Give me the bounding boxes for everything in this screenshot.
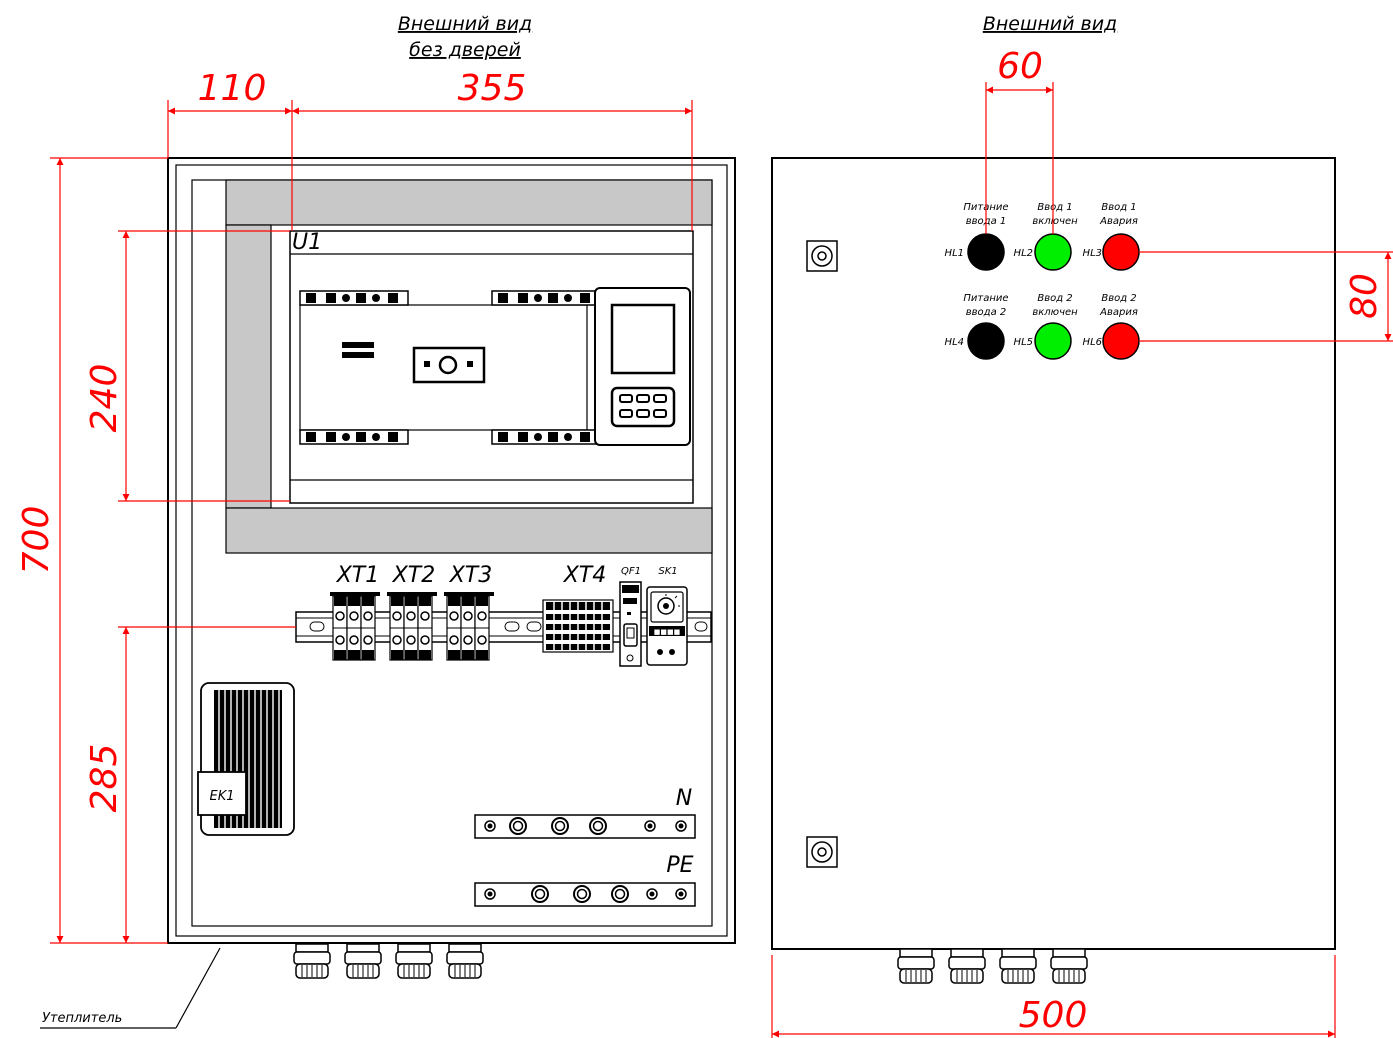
left-view-subtitle: без дверей <box>409 39 521 61</box>
pe-busbar <box>474 882 696 907</box>
xt4-label: XT4 <box>563 563 607 588</box>
terminal-block-xt3 <box>444 592 494 661</box>
terminal-block-xt1 <box>330 592 380 661</box>
dim-width-main: 355 <box>458 68 527 109</box>
dim-lamp-spacing-h: 60 <box>997 46 1043 87</box>
lamp-hl5-caption2: включен <box>1032 307 1078 318</box>
insulation-leader <box>40 947 221 1029</box>
lamp-hl5-label: HL5 <box>1014 337 1033 348</box>
xt1-label: XT1 <box>336 563 380 588</box>
xt2-label: XT2 <box>392 563 436 588</box>
thermostat-sk1: ■■■■ <box>646 586 688 666</box>
lamp-hl2: Ввод 1 включен HL2 <box>1014 202 1078 271</box>
lamp-hl2-label: HL2 <box>1014 248 1033 259</box>
terminal-block-xt2 <box>387 592 437 661</box>
lamp-hl2-caption1: Ввод 1 <box>1037 202 1072 213</box>
pe-bus-label: PE <box>666 853 693 878</box>
n-busbar <box>474 814 696 839</box>
lamp-hl6-label: HL6 <box>1083 337 1102 348</box>
circuit-breaker-qf1 <box>619 581 642 667</box>
sk1-brand-mark: ■■■■ <box>654 628 680 636</box>
right-view-title: Внешний вид <box>983 13 1117 35</box>
lamp-hl5-indicator <box>1034 322 1072 360</box>
lamp-hl6-caption1: Ввод 2 <box>1101 293 1136 304</box>
xt3-label: XT3 <box>449 563 493 588</box>
lamp-hl3: Ввод 1 Авария HL3 <box>1083 202 1140 271</box>
terminal-block-xt4 <box>542 599 614 653</box>
lamp-hl3-caption1: Ввод 1 <box>1101 202 1136 213</box>
u1-label: U1 <box>292 230 322 255</box>
lamp-hl3-caption2: Авария <box>1099 216 1138 227</box>
lamp-hl6: Ввод 2 Авария HL6 <box>1083 293 1140 360</box>
n-bus-label: N <box>676 786 692 811</box>
dim-height-u1: 240 <box>84 364 125 433</box>
u1-transfer-switch <box>289 230 694 504</box>
lamp-hl5: Ввод 2 включен HL5 <box>1014 293 1078 360</box>
lamp-hl2-caption2: включен <box>1032 216 1078 227</box>
u1-rail-top <box>225 179 713 226</box>
sk1-label: SK1 <box>658 566 677 577</box>
lamp-hl4-label: HL4 <box>945 337 964 348</box>
u1-rail-bottom <box>225 507 713 554</box>
ek1-label: EK1 <box>209 789 234 804</box>
left-view: Внешний вид без дверей <box>16 13 736 1029</box>
lamp-hl6-caption2: Авария <box>1099 307 1138 318</box>
lamp-hl6-indicator <box>1102 322 1140 360</box>
lamp-hl4: Питание ввода 2 HL4 <box>945 293 1009 360</box>
indicator-lamps: Питание ввода 1 HL1 Ввод 1 включен HL2 В… <box>945 202 1140 360</box>
lamp-hl5-caption1: Ввод 2 <box>1037 293 1072 304</box>
lamp-hl4-caption1: Питание <box>963 293 1008 304</box>
insulation-layer <box>175 164 728 937</box>
dim-width-left: 110 <box>198 68 267 109</box>
right-dimensions <box>771 82 1393 1038</box>
heater-ek1 <box>197 682 295 836</box>
cabinet-door <box>771 157 1336 950</box>
lamp-hl2-indicator <box>1034 233 1072 271</box>
lamp-hl3-indicator <box>1102 233 1140 271</box>
lamp-hl3-label: HL3 <box>1083 248 1102 259</box>
u1-rail-side <box>225 224 272 509</box>
left-dimensions <box>50 100 693 944</box>
dim-height-din: 285 <box>84 744 125 813</box>
dim-lamp-spacing-v: 80 <box>1344 273 1385 319</box>
left-view-title: Внешний вид <box>398 13 532 35</box>
door-lock-bottom <box>806 836 838 868</box>
lamp-hl1-indicator <box>967 233 1005 271</box>
insulation-label: Утеплитель <box>42 1011 122 1026</box>
dim-height-total: 700 <box>16 506 57 575</box>
cable-glands-left <box>293 943 484 979</box>
cable-glands-right <box>897 948 1088 984</box>
qf1-label: QF1 <box>621 566 641 577</box>
door-lock-top <box>806 240 838 272</box>
dim-width-total: 500 <box>1019 995 1088 1036</box>
lamp-hl4-caption2: ввода 2 <box>966 307 1007 318</box>
lamp-hl4-indicator <box>967 322 1005 360</box>
right-view: Внешний вид Питание ввода 1 HL1 Ввод 1 в… <box>771 13 1393 1038</box>
lamp-hl1-label: HL1 <box>945 248 964 259</box>
